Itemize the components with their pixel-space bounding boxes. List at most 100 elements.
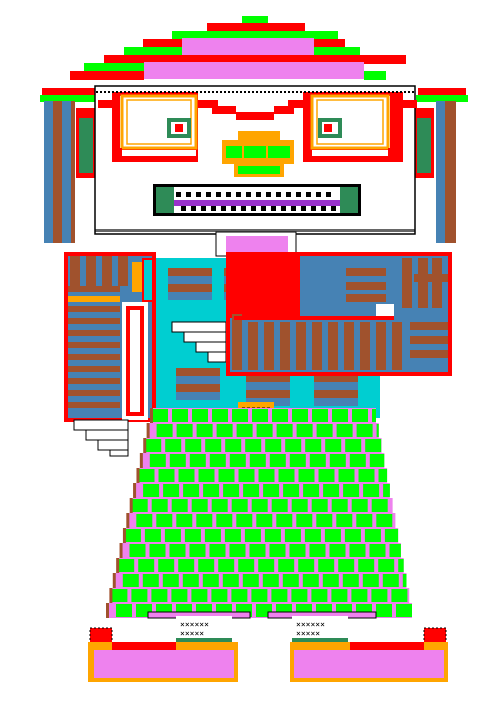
skirt-brick <box>303 484 320 497</box>
skirt-brick <box>358 559 375 572</box>
skirt-brick <box>142 574 159 587</box>
nose <box>222 131 294 177</box>
skirt-edge <box>143 438 147 453</box>
skirt-brick <box>152 409 168 422</box>
skirt-brick <box>249 454 266 467</box>
skirt-brick <box>382 574 399 587</box>
skirt-brick <box>249 544 266 557</box>
skirt-brick <box>192 409 208 422</box>
left-shoe <box>88 627 238 682</box>
skirt-brick <box>198 469 215 482</box>
skirt-brick <box>158 469 175 482</box>
hair-left <box>44 101 96 243</box>
skirt-brick <box>169 544 186 557</box>
hair-right <box>414 101 456 243</box>
skirt-brick <box>171 589 188 602</box>
skirt-brick <box>378 559 395 572</box>
right-eye-icon <box>318 118 342 138</box>
skirt-brick <box>258 559 275 572</box>
skirt-brick <box>169 454 186 467</box>
skirt-brick <box>292 409 308 422</box>
skirt-brick <box>329 454 346 467</box>
skirt-brick <box>256 424 273 437</box>
skirt-brick <box>322 574 339 587</box>
skirt-brick <box>298 469 315 482</box>
skirt-brick <box>356 514 373 527</box>
skirt-brick <box>376 424 379 437</box>
skirt-brick <box>211 589 228 602</box>
skirt-brick <box>389 544 401 557</box>
skirt-brick <box>224 529 241 542</box>
hat-top <box>242 16 268 24</box>
skirt-brick <box>371 499 388 512</box>
skirt-brick <box>318 469 335 482</box>
skirt-brick <box>378 469 388 482</box>
skirt-brick <box>198 559 215 572</box>
skirt-brick <box>164 529 181 542</box>
svg-text:××××××: ×××××× <box>180 620 209 629</box>
skirt-brick <box>278 469 295 482</box>
skirt-brick <box>229 544 246 557</box>
skirt-edge <box>112 573 116 588</box>
skirt-brick <box>309 454 326 467</box>
skirt-brick <box>138 559 155 572</box>
skirt-brick <box>216 514 233 527</box>
skirt-brick <box>323 484 340 497</box>
skirt-brick <box>338 469 355 482</box>
skirt-brick <box>283 484 300 497</box>
skirt-brick <box>138 469 155 482</box>
skirt-brick <box>183 484 200 497</box>
skirt-edge <box>126 513 130 528</box>
skirt-brick <box>151 499 168 512</box>
skirt-brick <box>362 574 379 587</box>
skirt-brick <box>116 604 132 617</box>
skirt-brick <box>124 529 141 542</box>
skirt-brick <box>189 544 206 557</box>
skirt-brick <box>349 454 366 467</box>
skirt-brick <box>376 604 392 617</box>
skirt-brick <box>269 544 286 557</box>
skirt-brick <box>244 529 261 542</box>
skirt-brick <box>182 574 199 587</box>
skirt-edge <box>133 483 137 498</box>
skirt-brick <box>363 484 380 497</box>
skirt-brick <box>178 469 195 482</box>
skirt-brick <box>352 409 368 422</box>
skirt-brick <box>258 469 275 482</box>
skirt-brick <box>205 439 222 452</box>
skirt-brick <box>265 439 282 452</box>
skirt-edge <box>122 528 126 543</box>
skirt-brick <box>336 424 353 437</box>
hat-brim-right <box>418 88 466 96</box>
skirt-brick <box>216 424 233 437</box>
skirt-brick <box>251 499 268 512</box>
skirt-brick <box>343 484 360 497</box>
skirt <box>106 408 412 619</box>
left-sleeve-steps <box>73 419 129 457</box>
skirt-brick <box>236 514 253 527</box>
skirt-brick <box>282 574 299 587</box>
mouth <box>153 184 361 216</box>
skirt-brick <box>189 454 206 467</box>
skirt-edge <box>119 543 123 558</box>
jacket-left-sleeve <box>64 252 156 422</box>
hat-band <box>182 38 314 55</box>
skirt-brick <box>351 589 368 602</box>
right-sock: ×××××× ××××× <box>292 616 348 644</box>
skirt-brick <box>356 424 373 437</box>
skirt-brick <box>118 559 135 572</box>
skirt-brick <box>342 574 359 587</box>
skirt-brick <box>276 514 293 527</box>
skirt-brick <box>345 439 362 452</box>
skirt-brick <box>251 589 268 602</box>
skirt-brick <box>271 589 288 602</box>
skirt-brick <box>271 499 288 512</box>
skirt-brick <box>331 499 348 512</box>
skirt-brick <box>332 409 348 422</box>
skirt-brick <box>296 514 313 527</box>
skirt-brick <box>232 409 248 422</box>
skirt-brick <box>311 499 328 512</box>
skirt-brick <box>383 484 390 497</box>
teeth <box>176 192 336 211</box>
skirt-brick <box>156 514 173 527</box>
